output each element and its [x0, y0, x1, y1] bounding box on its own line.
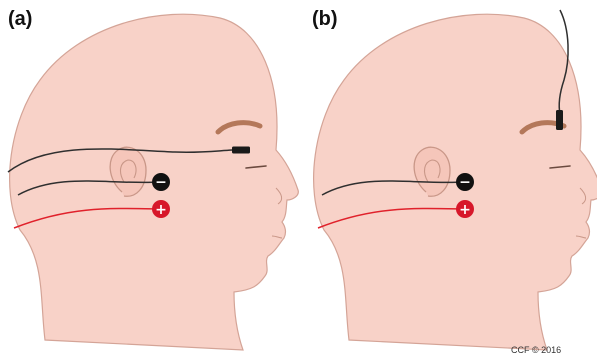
plus-electrode-icon: +: [456, 200, 474, 218]
panel-a-label: (a): [8, 8, 32, 31]
minus-symbol: −: [155, 175, 167, 191]
plus-electrode-icon: +: [152, 200, 170, 218]
minus-electrode-icon: −: [152, 173, 170, 191]
eye-sensor-icon: [556, 110, 563, 130]
minus-symbol: −: [459, 175, 471, 191]
plus-symbol: +: [155, 202, 167, 218]
plus-symbol: +: [459, 202, 471, 218]
panel-b-label: (b): [312, 8, 338, 31]
eye-sensor-icon: [232, 147, 250, 154]
copyright-notice: CCF © 2016: [511, 345, 561, 355]
panel-a: − +: [8, 14, 298, 350]
minus-electrode-icon: −: [456, 173, 474, 191]
panel-b: − +: [314, 10, 597, 350]
